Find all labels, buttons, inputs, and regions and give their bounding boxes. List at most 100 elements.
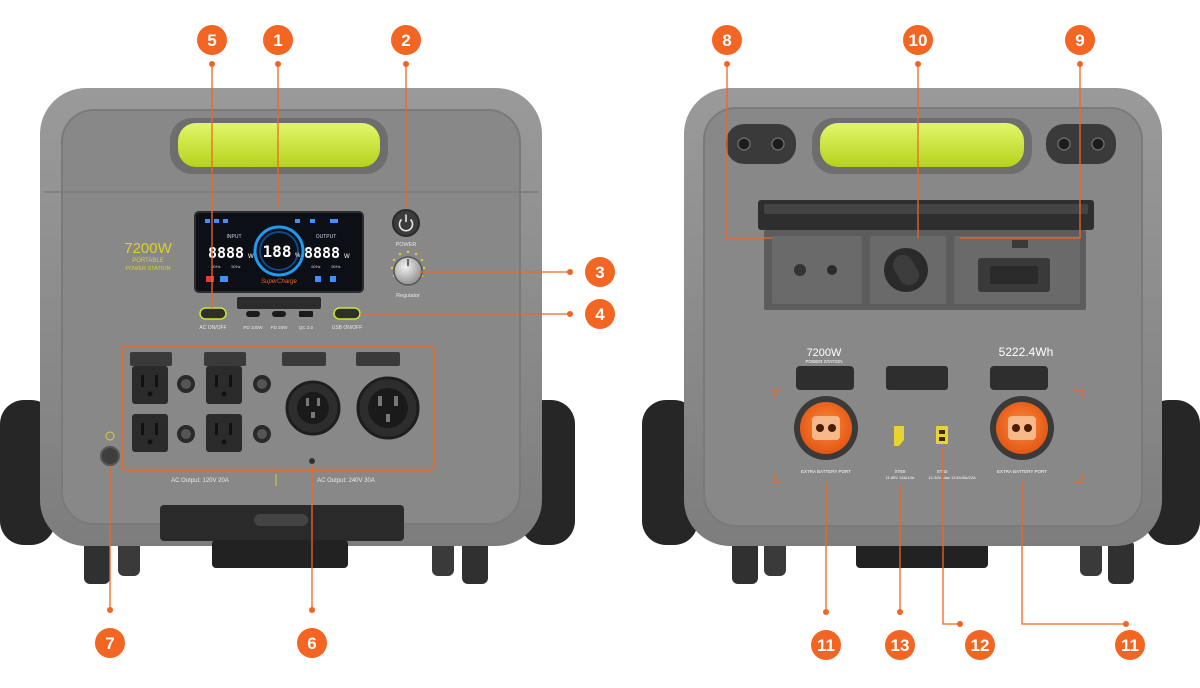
extra-battery-port-right[interactable]: [990, 366, 1054, 460]
back-foot: [1108, 540, 1134, 584]
callout-13: 13: [885, 630, 915, 660]
power-label: POWER: [396, 242, 417, 248]
usb-port-pd20[interactable]: [272, 311, 286, 317]
display-input-value: 8888: [208, 244, 244, 262]
display-input-unit: W: [248, 254, 254, 260]
ac-onoff-label: AC ON/OFF: [199, 325, 226, 331]
svg-text:8: 8: [722, 31, 731, 50]
outlet-240v-2[interactable]: [356, 352, 420, 440]
expansion-connector[interactable]: [954, 236, 1080, 304]
front-handle-grip: [178, 123, 380, 167]
extra-port-frame: [773, 389, 1083, 483]
display-right-indicators: [315, 276, 336, 282]
back-unit: 7200W POWER STATION 5222.4Wh EXTRA BATTE…: [642, 88, 1200, 584]
svg-text:1: 1: [273, 31, 282, 50]
svg-text:11: 11: [1121, 636, 1139, 655]
usb-onoff-label: USB ON/OFF: [332, 325, 363, 331]
display-brand-script: SuperCharge: [261, 279, 297, 285]
svg-text:5: 5: [207, 31, 216, 50]
ac-outlet-frame: [121, 345, 435, 471]
front-brand-line1: PORTABLE: [132, 258, 163, 264]
svg-text:2: 2: [401, 31, 410, 50]
svg-text:11: 11: [817, 636, 835, 655]
power-button[interactable]: [392, 209, 420, 237]
ac-output-240-label: AC Output: 240V 30A: [317, 478, 375, 484]
outlet-120v-2[interactable]: [204, 352, 246, 404]
front-foot: [84, 540, 110, 584]
front-brand-line2: POWER STATION: [125, 266, 170, 272]
outlet-120v-1[interactable]: [130, 352, 172, 404]
front-base-handle[interactable]: [254, 514, 308, 526]
xt60-left-title: XT60: [895, 469, 906, 474]
display-hz-right-a: 60Hz: [311, 264, 320, 269]
front-brand-watt: 7200W: [124, 240, 172, 257]
front-foot: [462, 540, 488, 584]
outlet-240v-1[interactable]: [282, 352, 341, 436]
callout-2: 2: [391, 25, 421, 55]
outlet-120v-3[interactable]: [132, 414, 168, 452]
back-watt-sub: POWER STATION: [805, 359, 842, 364]
display-hz-right-b: 50Hz: [331, 264, 340, 269]
regulator-label: Regulator: [396, 293, 420, 299]
callout-11-right: 11: [1115, 630, 1145, 660]
back-capacity-label: 5222.4Wh: [999, 345, 1054, 359]
svg-text:3: 3: [595, 263, 604, 282]
xt60-right-sub: 12-30V Max 13.6V/8A/22A: [928, 475, 976, 480]
outlet-120v-4[interactable]: [206, 414, 242, 452]
usb-port-pd100[interactable]: [246, 311, 260, 317]
svg-text:4: 4: [595, 305, 605, 324]
svg-text:10: 10: [909, 31, 928, 50]
display-status-icons: [205, 219, 338, 223]
svg-text:6: 6: [307, 634, 316, 653]
ac-onoff-button[interactable]: [199, 307, 227, 320]
display-left-indicators: [206, 276, 228, 282]
display-center-unit: %: [295, 253, 301, 259]
xt60-right-title: XT60: [937, 469, 948, 474]
usb-label-pd20: PD 20W: [271, 325, 289, 330]
front-stand: [212, 540, 348, 568]
display-output-unit: W: [344, 254, 350, 260]
callout-10: 10: [903, 25, 933, 55]
breaker-buttons[interactable]: [177, 375, 271, 443]
extra-port-label-left: EXTRA BATTERY PORT: [801, 469, 851, 474]
callout-5: 5: [197, 25, 227, 55]
display-hz-left-a: 60Hz: [211, 264, 220, 269]
usb-onoff-button[interactable]: [333, 307, 361, 320]
callout-lines: [109, 64, 1126, 625]
extra-battery-port-left[interactable]: [794, 366, 858, 460]
aux-port-module[interactable]: [772, 236, 862, 304]
usb-label-pd100: PD 100W: [243, 325, 263, 330]
callout-3: 3: [585, 257, 615, 287]
back-handle-grip: [820, 123, 1024, 167]
display-input-label: INPUT: [227, 234, 242, 240]
power-icon: [398, 214, 414, 232]
back-foot: [764, 540, 786, 576]
callout-8: 8: [712, 25, 742, 55]
usb-port-qc30[interactable]: [299, 311, 313, 317]
xt60-port-right[interactable]: [936, 426, 948, 444]
callout-12: 12: [965, 630, 995, 660]
back-foot: [1080, 540, 1102, 576]
back-stand: [856, 540, 988, 568]
ground-symbol-icon: [105, 431, 115, 441]
callout-1: 1: [263, 25, 293, 55]
display-output-value: 8888: [304, 244, 340, 262]
display-center-value: 188: [263, 242, 292, 261]
outlet-screw: [309, 458, 315, 464]
strap-anchor-left: [726, 124, 796, 164]
battery-switch[interactable]: [870, 236, 946, 304]
grounding-terminal[interactable]: [100, 446, 120, 466]
svg-text:7: 7: [105, 634, 114, 653]
display-hz-left-b: 50Hz: [231, 264, 240, 269]
front-foot: [118, 540, 140, 576]
display-soc-ring: [253, 225, 305, 277]
back-watt-label: 7200W: [807, 347, 842, 359]
callout-7: 7: [95, 628, 125, 658]
front-foot: [432, 540, 454, 576]
usb-cover[interactable]: [237, 297, 321, 309]
back-foot: [732, 540, 758, 584]
xt60-cover[interactable]: [886, 366, 948, 390]
xt60-port-left[interactable]: [894, 426, 904, 446]
regulator-knob[interactable]: [393, 256, 423, 286]
